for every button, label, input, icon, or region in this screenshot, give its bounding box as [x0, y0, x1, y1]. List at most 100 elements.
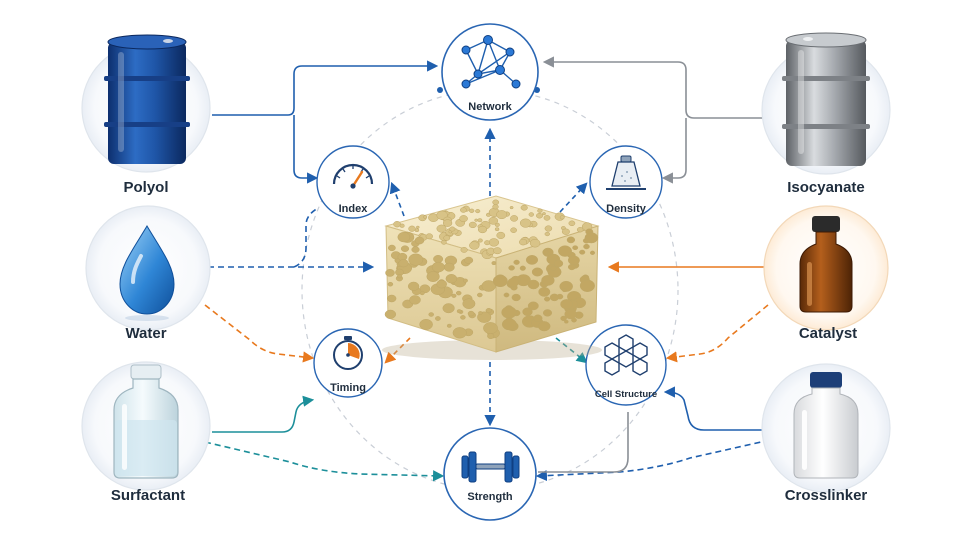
foam-pore — [544, 231, 550, 237]
foam-pore — [408, 253, 424, 266]
foam-pore — [583, 243, 590, 250]
foam-pore — [531, 267, 543, 277]
connector-crosslinker-strength — [535, 439, 771, 482]
foam-pore — [566, 236, 576, 244]
foam-pore — [441, 239, 447, 245]
connector-catalyst-cells — [665, 304, 769, 363]
stopwatch-icon — [333, 336, 363, 370]
property-index[interactable]: Index — [316, 145, 390, 219]
foam-pore — [433, 255, 444, 263]
foam-pore — [558, 245, 572, 257]
connector-polyol-network — [212, 60, 439, 116]
foam-pore — [469, 241, 480, 250]
connector-isocyanate-density — [661, 118, 687, 184]
foam-pore — [510, 215, 519, 222]
foam-pores-left — [384, 231, 500, 339]
foam-pore — [460, 207, 467, 213]
foam-pore — [411, 246, 420, 253]
foam-pore — [542, 249, 549, 255]
foam-pore — [467, 310, 475, 317]
foam-pore — [443, 262, 455, 272]
property-label: Timing — [330, 382, 366, 394]
junction-dot — [437, 87, 443, 93]
foam-pore — [460, 315, 466, 320]
connector-crosslinker-cells — [663, 386, 770, 431]
foam-pore — [543, 215, 551, 221]
foam-pore — [503, 292, 510, 298]
foam-pore — [385, 269, 395, 277]
foam-pore — [469, 208, 475, 213]
gauge-icon — [332, 163, 374, 189]
foam-pore — [549, 293, 560, 302]
dumbbell-icon — [461, 451, 520, 483]
foam-pore — [572, 245, 579, 251]
ingredient-label: Polyol — [123, 179, 168, 196]
foam-pore — [435, 316, 441, 321]
foam-pore — [501, 306, 517, 319]
foam-pore — [561, 228, 570, 235]
property-network[interactable]: Network — [441, 23, 539, 121]
ingredient-crosslinker[interactable]: Crosslinker — [761, 363, 891, 504]
foam-pore — [509, 206, 514, 210]
connector-isocyanate-network — [542, 56, 770, 119]
property-label: Index — [339, 203, 369, 215]
property-circle — [585, 324, 667, 406]
ingredient-water[interactable]: Water — [85, 205, 211, 342]
foam-pore — [451, 293, 457, 298]
foam-pore — [445, 274, 458, 284]
property-strength[interactable]: Strength — [443, 427, 537, 521]
foam-pore — [449, 226, 456, 232]
foam-pore — [527, 301, 539, 311]
molecular-network-icon — [461, 35, 521, 89]
property-label: Strength — [467, 491, 513, 503]
foam-pore — [407, 281, 420, 291]
foam-pore — [484, 240, 491, 246]
clear-bottle-icon — [113, 364, 179, 479]
foam-pore — [492, 274, 508, 288]
foam-pore — [507, 277, 519, 288]
foam-pore — [528, 212, 534, 217]
property-cell-structure[interactable]: Cell Structure — [585, 324, 667, 406]
foam-pore — [436, 279, 447, 289]
foam-pore — [568, 220, 576, 227]
foam-pore — [462, 298, 476, 309]
foam-pore — [436, 224, 447, 233]
foam-pore — [491, 261, 497, 266]
foam-pore — [494, 222, 500, 227]
foam-pore — [560, 315, 567, 322]
foam-pore — [414, 228, 420, 233]
foam-pore — [550, 265, 557, 271]
foam-pores-right — [492, 228, 599, 332]
foam-pore — [442, 303, 455, 314]
foam-pore — [400, 245, 410, 252]
foam-pore — [393, 221, 401, 228]
property-density[interactable]: Density — [589, 145, 663, 219]
property-label: Density — [606, 203, 647, 215]
property-circle — [443, 427, 537, 521]
foam-pore — [496, 231, 506, 239]
connector-surfactant-strength — [204, 441, 445, 482]
foam-pore — [460, 247, 468, 253]
foam-pore — [562, 287, 567, 293]
foam-pore — [485, 308, 492, 313]
ingredient-surfactant[interactable]: Surfactant — [81, 361, 211, 504]
foam-pore — [423, 215, 428, 219]
property-timing[interactable]: Timing — [313, 328, 383, 398]
foam-pore — [536, 212, 543, 219]
ingredient-catalyst[interactable]: Catalyst — [763, 205, 889, 342]
foam-pore — [510, 227, 517, 233]
connector-cells-strength — [538, 412, 629, 473]
connector-surfactant-timing — [212, 395, 315, 433]
foam-pore — [493, 247, 502, 255]
foam-pore — [477, 225, 488, 234]
foam-pore — [387, 294, 397, 303]
foam-pore — [459, 215, 468, 223]
ingredient-polyol[interactable]: Polyol — [81, 34, 211, 196]
water-drop-icon — [119, 225, 175, 321]
foam-pore — [399, 223, 405, 228]
foam-pore — [478, 238, 483, 243]
property-label: Cell Structure — [595, 389, 657, 400]
ingredient-isocyanate[interactable]: Isocyanate — [761, 32, 891, 196]
connector-foam-cells — [555, 337, 588, 364]
foam-pore — [446, 323, 452, 328]
